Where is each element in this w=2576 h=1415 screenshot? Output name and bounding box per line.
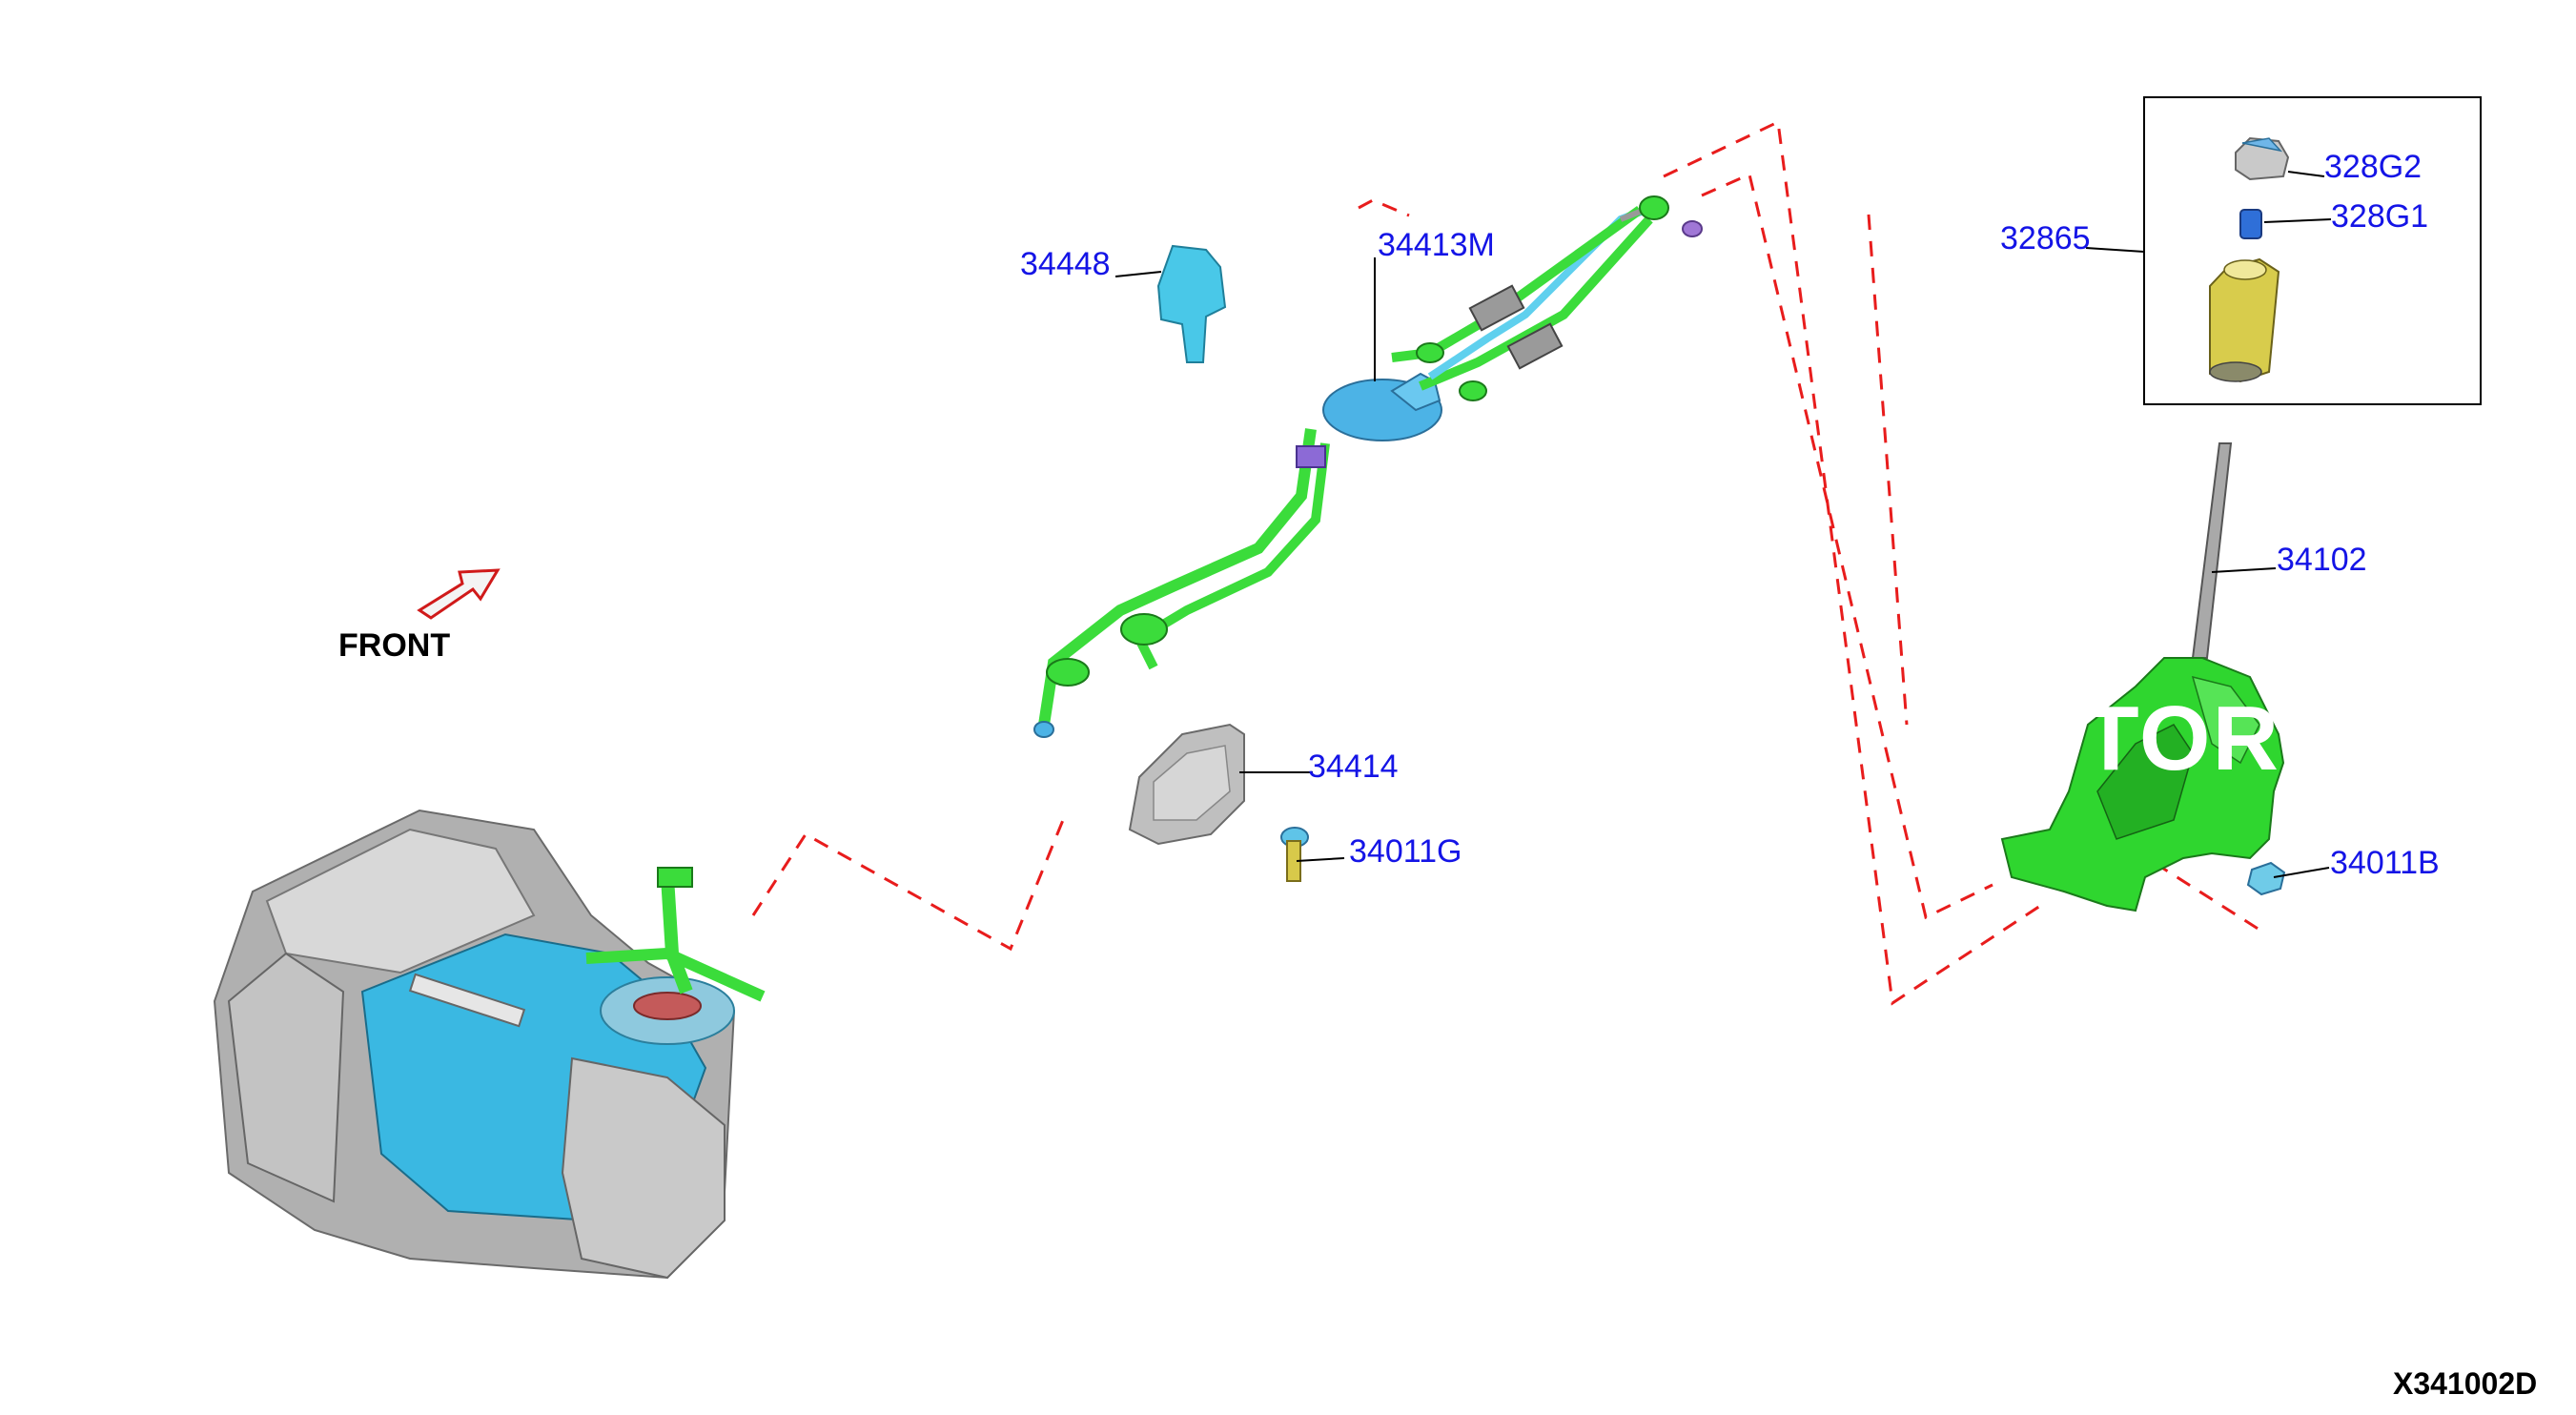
part-34413m-icon: [1033, 195, 1703, 738]
part-label-32865[interactable]: 32865: [2000, 220, 2091, 256]
part-label-34011b[interactable]: 34011B: [2330, 845, 2440, 881]
part-34448-icon: [1156, 244, 1227, 363]
part-328g2-icon: [2235, 136, 2290, 181]
part-34011b-icon: [2246, 861, 2286, 896]
part-328g1-icon: [2239, 209, 2262, 239]
part-label-34102[interactable]: 34102: [2277, 542, 2367, 578]
cable-routing-guide: [751, 119, 2260, 1006]
transmission-icon: [213, 809, 766, 1280]
kit-32865-box: [2143, 96, 2482, 405]
diagram-code: X341002D: [2393, 1366, 2538, 1401]
part-label-34413m[interactable]: 34413M: [1378, 227, 1495, 263]
part-label-34448[interactable]: 34448: [1020, 246, 1111, 282]
part-label-34414[interactable]: 34414: [1308, 749, 1399, 785]
front-label: FRONT: [338, 627, 451, 664]
part-34414-icon: [1128, 723, 1245, 846]
part-label-34011g[interactable]: 34011G: [1349, 833, 1462, 870]
front-arrow-icon: [417, 568, 501, 620]
leader-lines: [1114, 171, 2332, 878]
part-label-328g2[interactable]: 328G2: [2324, 149, 2423, 185]
part-label-328g1[interactable]: 328G1: [2331, 198, 2429, 235]
shift-knob-icon: [2209, 257, 2280, 383]
part-34102-icon: [2000, 442, 2285, 913]
part-34011g-icon: [1280, 827, 1309, 882]
watermark-text: TORE: [2083, 687, 2343, 790]
